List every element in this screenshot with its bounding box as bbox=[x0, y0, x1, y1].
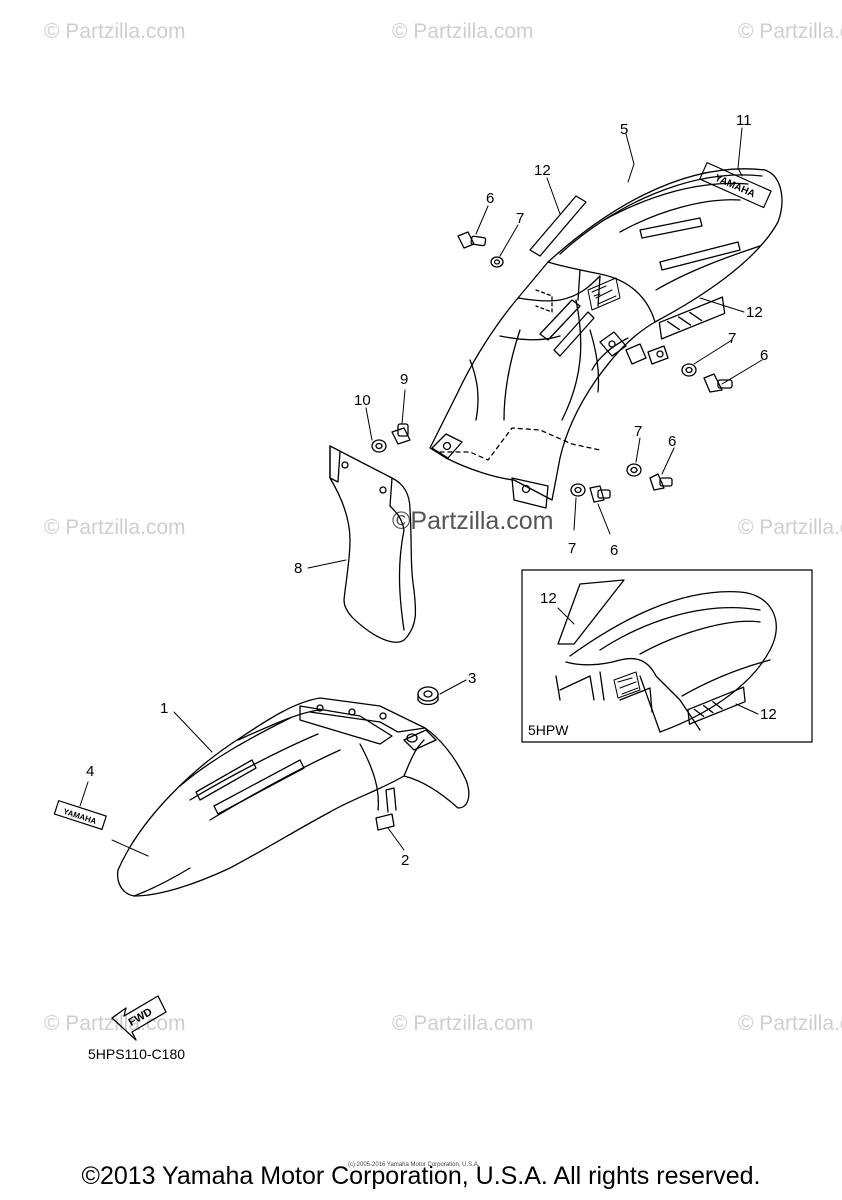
watermark: © Partzilla.com bbox=[738, 516, 842, 539]
callout-6: 6 bbox=[610, 542, 619, 559]
inset-callout-12: 12 bbox=[540, 590, 557, 607]
bolt-2 bbox=[375, 787, 397, 831]
diagram-code: 5HPS110-C180 bbox=[88, 1046, 186, 1062]
bolt-upper-left bbox=[457, 231, 487, 249]
bolt-mid bbox=[649, 473, 673, 491]
svg-text:FWD: FWD bbox=[127, 1006, 155, 1029]
watermark: © Partzilla.com bbox=[738, 1012, 842, 1035]
washer-10 bbox=[371, 439, 387, 453]
strip-decal bbox=[529, 195, 587, 257]
front-fender bbox=[116, 697, 470, 897]
callout-9: 9 bbox=[400, 371, 409, 388]
bolt-lower bbox=[589, 485, 611, 503]
footer-copyright: ©2013 Yamaha Motor Corporation, U.S.A. A… bbox=[81, 1162, 761, 1190]
callout-1: 1 bbox=[160, 700, 169, 717]
washer-mid bbox=[626, 463, 642, 477]
washer-upper-left bbox=[490, 256, 504, 268]
small-copyright: (c) 2005-2016 Yamaha Motor Corporation, … bbox=[348, 1162, 480, 1168]
watermark: © Partzilla.com bbox=[44, 516, 186, 539]
side-decal bbox=[658, 296, 726, 340]
grommet-3 bbox=[417, 686, 439, 706]
watermark: © Partzilla.com bbox=[392, 1012, 534, 1035]
callout-12: 12 bbox=[746, 304, 763, 321]
callout-2: 2 bbox=[401, 852, 410, 869]
rear-fender: YAMAHA bbox=[429, 162, 783, 509]
svg-text:YAMAHA: YAMAHA bbox=[713, 173, 757, 201]
watermark: © Partzilla.com bbox=[738, 20, 842, 43]
washer-right bbox=[681, 363, 697, 377]
bolt-right bbox=[703, 373, 733, 393]
callout-8: 8 bbox=[294, 560, 303, 577]
inset-view bbox=[521, 569, 813, 743]
callout-7: 7 bbox=[634, 423, 643, 440]
callout-11: 11 bbox=[736, 112, 752, 129]
callout-7: 7 bbox=[568, 540, 577, 557]
watermark-center: ©Partzilla.com bbox=[392, 507, 554, 535]
callout-7: 7 bbox=[728, 330, 737, 347]
callout-6: 6 bbox=[760, 347, 769, 364]
svg-text:YAMAHA: YAMAHA bbox=[62, 807, 98, 826]
callout-5: 5 bbox=[620, 121, 629, 138]
leader-lines bbox=[79, 127, 763, 857]
callout-10: 10 bbox=[354, 392, 371, 409]
callout-12: 12 bbox=[534, 162, 551, 179]
callout-6: 6 bbox=[668, 433, 677, 450]
mud-flap bbox=[329, 445, 417, 643]
callout-6: 6 bbox=[486, 190, 495, 207]
watermark: © Partzilla.com bbox=[392, 20, 534, 43]
fwd-arrow: FWD bbox=[111, 995, 167, 1041]
bolt-9 bbox=[391, 423, 411, 445]
inset-callout-12: 12 bbox=[760, 706, 777, 723]
callout-3: 3 bbox=[468, 670, 477, 687]
watermark: © Partzilla.com bbox=[44, 20, 186, 43]
callout-7: 7 bbox=[516, 210, 525, 227]
callout-4: 4 bbox=[86, 763, 95, 780]
watermark: © Partzilla.com bbox=[44, 1012, 186, 1035]
inset-model-code: 5HPW bbox=[528, 722, 569, 738]
washer-lower bbox=[570, 483, 586, 497]
